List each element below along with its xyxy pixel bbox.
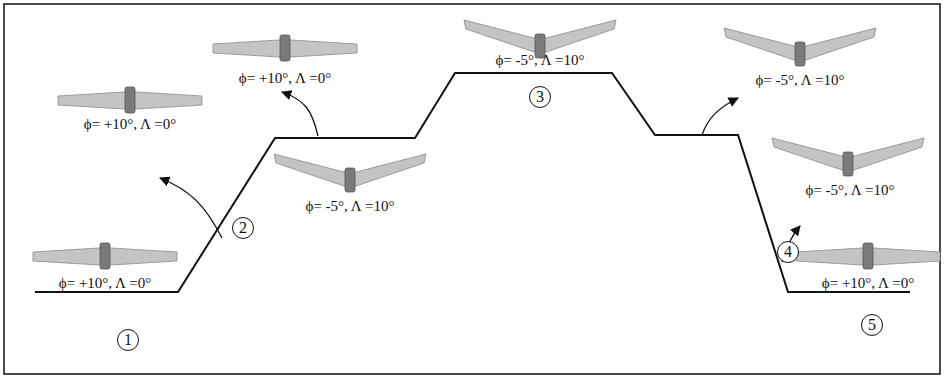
callout-number: 5 bbox=[861, 314, 883, 336]
callout-number: 1 bbox=[117, 329, 139, 351]
angle-label: ϕ= +10°, Λ =0° bbox=[59, 276, 151, 291]
angle-label: ϕ= -5°, Λ =10° bbox=[306, 199, 395, 214]
callout-number: 2 bbox=[232, 217, 254, 239]
angle-label: ϕ= +10°, Λ =0° bbox=[239, 71, 331, 86]
angle-label: ϕ= -5°, Λ =10° bbox=[496, 53, 585, 68]
callout-number: 4 bbox=[777, 241, 799, 263]
angle-label: ϕ= -5°, Λ =10° bbox=[806, 183, 895, 198]
callout-number: 3 bbox=[529, 86, 551, 108]
angle-label: ϕ= +10°, Λ =0° bbox=[822, 276, 914, 291]
angle-label: ϕ= -5°, Λ =10° bbox=[756, 73, 845, 88]
angle-label: ϕ= +10°, Λ =0° bbox=[84, 117, 176, 132]
